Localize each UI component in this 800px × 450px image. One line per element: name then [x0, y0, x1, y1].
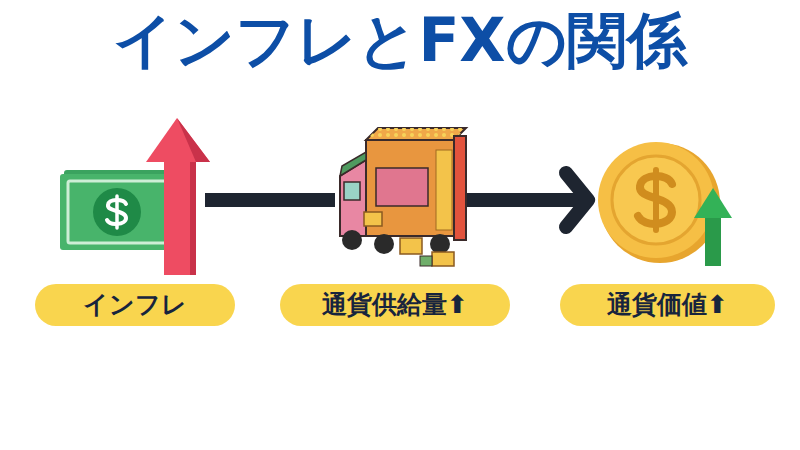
pill-shape: 通貨供給量⬆	[280, 284, 510, 326]
box	[420, 256, 432, 266]
connector-line	[465, 193, 586, 207]
box	[364, 212, 382, 226]
box	[400, 238, 422, 254]
up-arrow-green	[694, 188, 732, 266]
connector-line	[205, 193, 335, 207]
icon-slot	[60, 125, 205, 275]
truck-door	[454, 136, 466, 240]
coin-inner	[612, 156, 700, 244]
pill-label: インフレ	[83, 290, 187, 320]
box	[432, 252, 454, 266]
arrow-head	[694, 188, 732, 218]
arrow-shaft	[164, 157, 190, 275]
arrow-head	[566, 173, 588, 227]
truck-icon	[340, 128, 466, 266]
arrow-head	[146, 118, 210, 162]
connector	[205, 200, 335, 201]
coin-face	[598, 142, 714, 258]
pill-shape: インフレ	[35, 284, 235, 326]
label-pill: 通貨価値⬆	[560, 112, 775, 326]
arrow-head-side	[177, 118, 210, 162]
truck-sign	[376, 168, 428, 206]
label-pill: 通貨供給量⬆	[280, 112, 510, 326]
title: インフレとFXの関係	[0, 4, 800, 76]
dollar-symbol	[107, 200, 126, 224]
pill-label: 通貨供給量⬆	[322, 290, 468, 320]
up-arrow-red	[146, 118, 210, 275]
wheel	[374, 234, 394, 254]
pill-shape: 通貨価値⬆	[560, 284, 775, 326]
truck-window	[344, 182, 360, 200]
connector	[465, 173, 588, 227]
truck-roof	[366, 128, 466, 140]
bill-seal	[93, 188, 141, 236]
truck-roof-pattern	[366, 128, 466, 140]
icon-slot	[335, 128, 465, 272]
wheel	[430, 234, 450, 254]
arrow-shaft	[705, 214, 721, 266]
pill-label: 通貨価値⬆	[607, 290, 728, 320]
cargo	[436, 150, 452, 230]
wheel	[342, 230, 362, 250]
coin-icon	[598, 142, 720, 263]
icon-slot	[592, 140, 742, 260]
dollar-symbol	[638, 176, 672, 224]
label-pill: インフレ	[35, 112, 235, 326]
truck-cab-roof	[340, 152, 366, 176]
